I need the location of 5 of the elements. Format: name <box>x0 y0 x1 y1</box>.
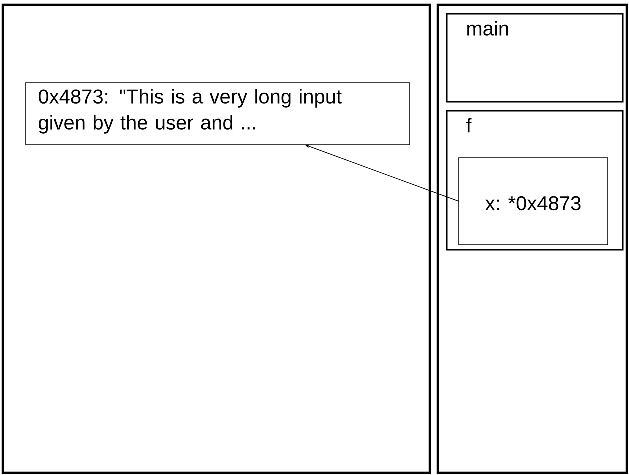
panel-box <box>436 4 628 474</box>
memory-box: 0x4873: "This is a very long input given by the user and ... <box>26 82 410 146</box>
panel-box <box>2 4 432 474</box>
variable-box: x: *0x4873 <box>458 158 608 246</box>
frame-box: main <box>446 13 624 103</box>
